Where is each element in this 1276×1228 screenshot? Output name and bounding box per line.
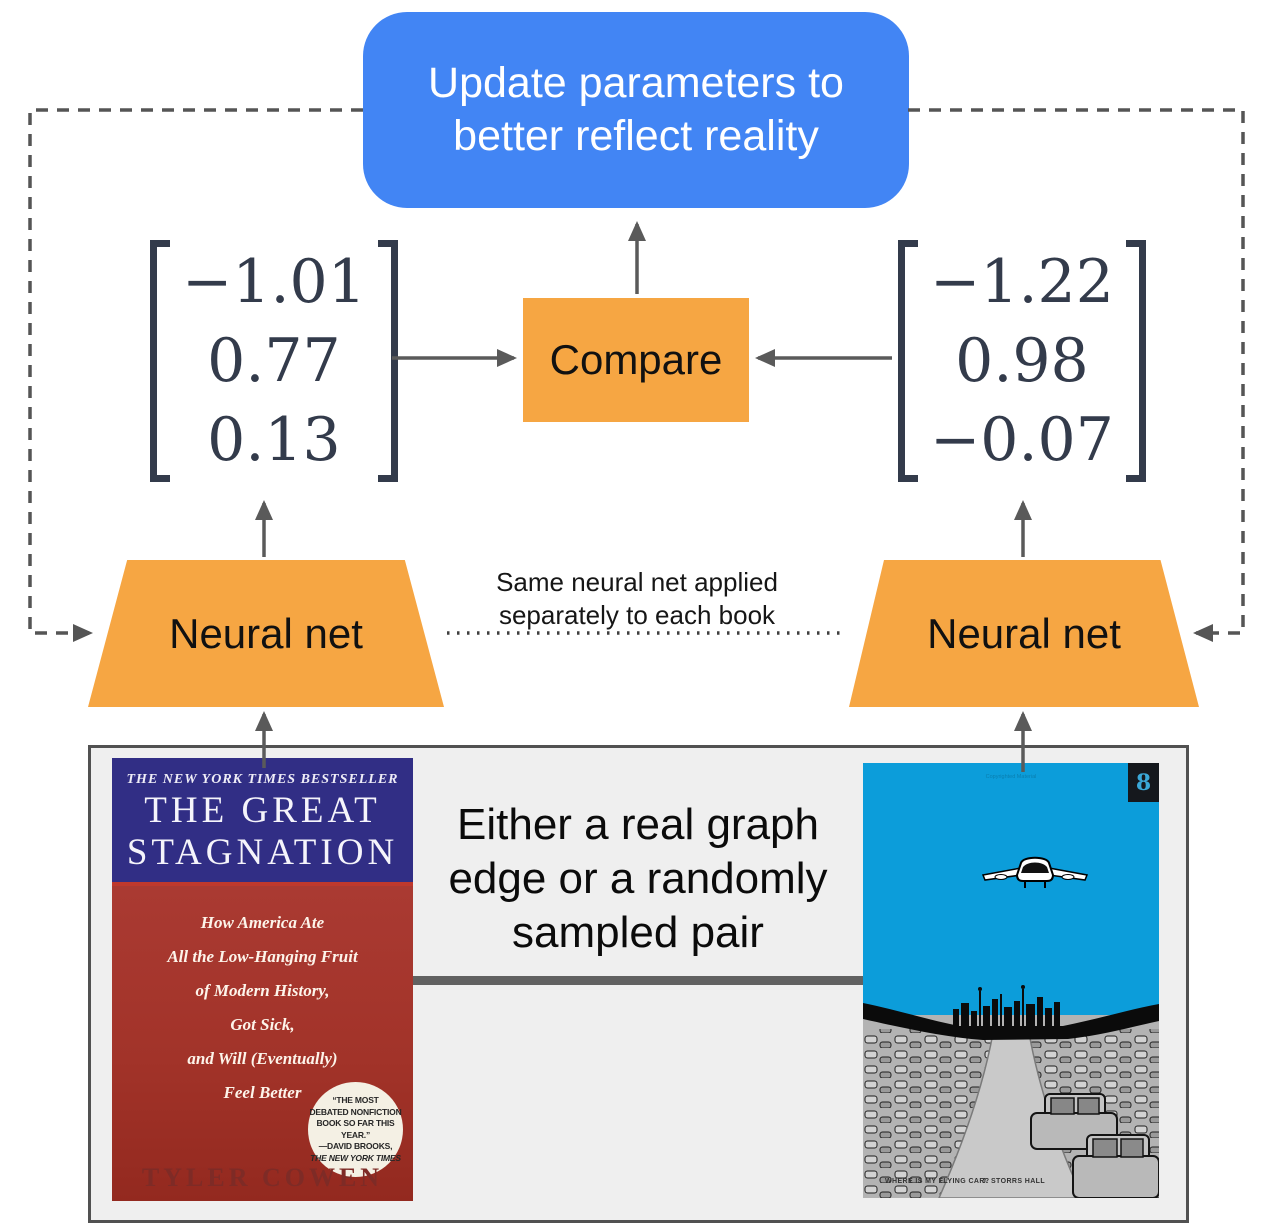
- right-bracket: [1125, 240, 1146, 482]
- left-vector-value-3: 0.13: [207, 404, 341, 475]
- publisher-logo-glyph: 8: [1136, 770, 1151, 796]
- foreground-cars: [1030, 1093, 1159, 1198]
- book-left-author: TYLER COWEN: [141, 1163, 384, 1192]
- compare-label: Compare: [549, 336, 723, 383]
- same-net-annotation-line1: Same neural net applied: [496, 567, 778, 597]
- left-vector-value-2: 0.77: [207, 325, 341, 396]
- pair-caption: Either a real graph edge or a randomly s…: [420, 798, 856, 960]
- right-vector-value-1: −1.22: [930, 246, 1114, 317]
- graph-edge-line: [410, 976, 866, 985]
- book-left-subtitle-6: Feel Better: [223, 1083, 302, 1102]
- badge-line-5: THE NEW YORK TIMES: [310, 1152, 401, 1163]
- update-parameters-box: Update parameters to better reflect real…: [363, 12, 909, 208]
- book-left-subtitle-5: and Will (Eventually): [187, 1049, 338, 1068]
- right-vector-value-2: 0.98: [955, 325, 1089, 396]
- right-vector-value-3: −0.07: [930, 404, 1114, 475]
- neural-net-right-label: Neural net: [927, 609, 1121, 657]
- book-cover-flying-car: Copyrighted Material 8: [863, 763, 1159, 1198]
- book-left-body: How America Ate All the Low-Hanging Frui…: [112, 882, 413, 1201]
- left-bracket: [898, 240, 918, 482]
- book-right-sky: [863, 763, 1159, 1023]
- left-vector-value-1: −1.01: [182, 246, 366, 317]
- publisher-logo: 8: [1128, 763, 1159, 802]
- book-right-author: J. STORRS HALL: [982, 1178, 1045, 1185]
- book-left-title-line2: STAGNATION: [126, 832, 399, 873]
- update-parameters-line1: Update parameters to: [428, 59, 844, 107]
- book-left-header: THE NEW YORK TIMES BESTSELLER THE GREAT …: [112, 758, 413, 882]
- pair-caption-line1: Either a real graph: [457, 800, 819, 849]
- badge-line-3: BOOK SO FAR THIS YEAR.”: [316, 1118, 395, 1140]
- flying-car-illustration: [981, 856, 1089, 888]
- update-parameters-line2: better reflect reality: [453, 112, 819, 160]
- book-left-subtitle-4: Got Sick,: [230, 1015, 295, 1034]
- neural-net-left-label: Neural net: [169, 609, 363, 657]
- book-left-title-line1: THE GREAT: [144, 790, 381, 831]
- book-left-subtitle-3: of Modern History,: [195, 981, 330, 1000]
- book-left-tagline: THE NEW YORK TIMES BESTSELLER: [126, 772, 399, 787]
- badge-line-1: “THE MOST: [332, 1095, 379, 1105]
- left-bracket: [150, 240, 170, 482]
- badge-line-2: DEBATED NONFICTION: [309, 1106, 402, 1117]
- book-left-subtitle-1: How America Ate: [200, 913, 325, 932]
- book-left-review-badge: “THE MOST DEBATED NONFICTION BOOK SO FAR…: [308, 1082, 403, 1177]
- pair-caption-line3: sampled pair: [512, 908, 764, 957]
- left-embedding-vector: −1.01 0.77 0.13: [150, 240, 398, 482]
- book-left-subtitle-2: All the Low-Hanging Fruit: [167, 947, 358, 966]
- book-right-title: WHERE IS MY FLYING CAR?: [885, 1178, 990, 1185]
- book-cover-great-stagnation: THE NEW YORK TIMES BESTSELLER THE GREAT …: [112, 758, 413, 1201]
- badge-line-4: —DAVID BROOKS,: [318, 1141, 393, 1151]
- city-skyline-silhouette: [863, 985, 1159, 1040]
- same-net-annotation: Same neural net applied separately to ea…: [437, 566, 837, 632]
- right-bracket: [377, 240, 398, 482]
- same-net-annotation-line2: separately to each book: [498, 600, 776, 630]
- neural-net-right: Neural net: [849, 560, 1199, 707]
- center-road: [938, 1032, 1084, 1198]
- pair-caption-line2: edge or a randomly: [448, 854, 828, 903]
- compare-box: Compare: [523, 298, 749, 422]
- book-right-copyright-note: Copyrighted Material: [986, 774, 1037, 780]
- neural-net-left: Neural net: [88, 560, 444, 707]
- right-embedding-vector: −1.22 0.98 −0.07: [898, 240, 1146, 482]
